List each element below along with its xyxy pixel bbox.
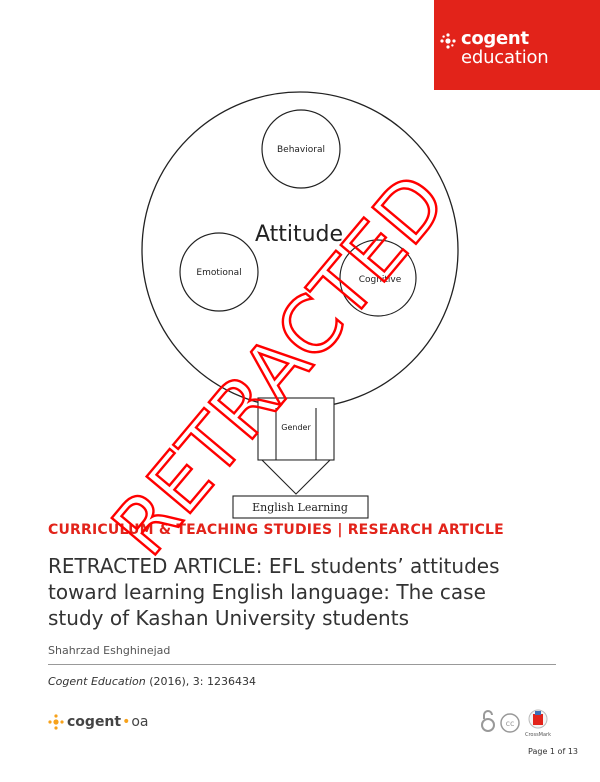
crossmark-label: CrossMark [525,732,551,738]
page-number: Page 1 of 13 [528,747,578,756]
brand-subtitle: education [461,47,549,68]
open-access-icon[interactable] [481,710,495,732]
author-name: Shahrzad Eshghinejad [48,644,171,657]
behavioral-circle [261,109,341,189]
article-title: RETRACTED ARTICLE: EFL students’ attitud… [48,554,500,630]
section-label: CURRICULUM & TEACHING STUDIES | RESEARCH… [48,522,504,538]
cogent-dots-icon [440,33,456,49]
footer-icons: cc CrossMark [481,709,551,738]
emotional-circle [179,232,259,312]
english-learning-label: English Learning [252,501,348,514]
creative-commons-icon[interactable]: cc [500,713,520,733]
oa-logo-name: cogent [67,714,122,730]
brand-name: cogent [461,28,529,49]
down-arrow-icon [260,459,332,495]
attitude-diagram: Behavioral Emotional Cognitive Attitude … [141,91,459,519]
oa-logo-suffix: oa [131,714,149,730]
citation: Cogent Education (2016), 3: 1236434 [48,675,256,688]
cognitive-circle [339,239,417,317]
english-learning-box [232,495,369,519]
cognitive-label: Cognitive [359,275,402,285]
brand-box [434,0,600,90]
cogent-oa-dots-icon [48,714,64,730]
gender-label: Gender [281,423,311,432]
attitude-label: Attitude [255,222,343,247]
crossmark-icon[interactable]: CrossMark [525,709,551,738]
oa-logo-separator: • [122,714,131,730]
cogent-oa-logo[interactable]: cogent • oa [48,711,149,733]
behavioral-label: Behavioral [277,145,325,155]
emotional-label: Emotional [196,268,241,278]
citation-journal: Cogent Education [48,675,146,688]
attitude-outer-circle [141,91,459,409]
svg-text:cc: cc [506,719,515,728]
divider [48,664,556,665]
citation-details: (2016), 3: 1236434 [145,675,256,688]
